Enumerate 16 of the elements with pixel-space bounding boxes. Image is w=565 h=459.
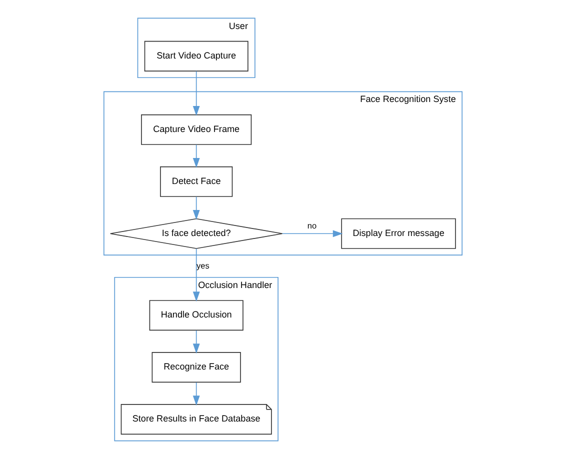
arrow xyxy=(192,382,200,406)
node-box: Handle Occlusion xyxy=(148,300,243,331)
arrow xyxy=(192,144,200,168)
node-diamond: Is face detected? xyxy=(109,218,282,249)
arrow xyxy=(192,196,200,220)
arrow xyxy=(192,70,200,116)
edge-label: yes xyxy=(196,261,209,270)
node-box: Start Video Capture xyxy=(144,40,248,72)
arrow xyxy=(192,330,200,354)
arrow xyxy=(281,230,342,238)
node-box: Recognize Face xyxy=(151,352,240,383)
node-box: Capture Video Frame xyxy=(140,114,252,145)
edge-label: no xyxy=(306,222,316,231)
arrow xyxy=(192,248,200,302)
node-box: Detect Face xyxy=(160,166,232,197)
node-box: Display Error message xyxy=(340,218,456,249)
